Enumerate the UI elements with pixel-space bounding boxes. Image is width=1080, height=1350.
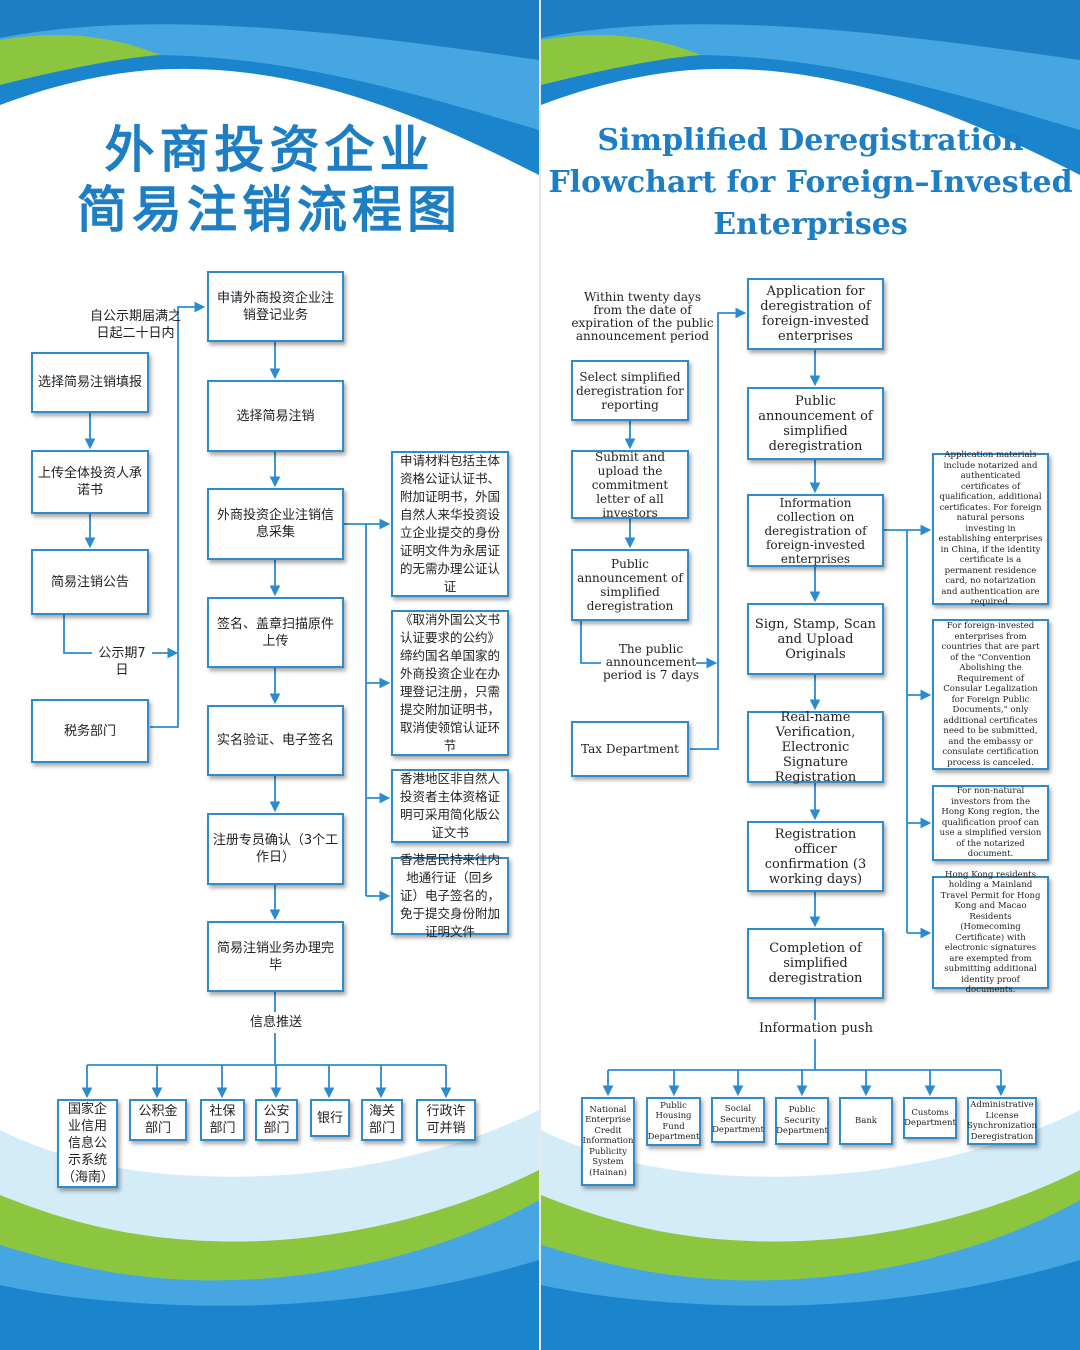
label-info-push: Information push <box>759 1021 873 1036</box>
dept-admin-license: 行政许可并销 <box>416 1099 476 1141</box>
step-verification: Real-name Verification, Electronic Signa… <box>747 710 884 785</box>
step-sign-upload: 签名、盖章扫描原件上传 <box>207 597 344 668</box>
dept-customs: Customs Department <box>903 1097 957 1139</box>
left-step-announcement: 简易注销公告 <box>31 549 149 615</box>
step-complete: Completion of simplified deregistration <box>747 928 884 999</box>
left-step-select: 选择简易注销填报 <box>31 352 149 413</box>
note-hong-kong-non-natural: 香港地区非自然人投资者主体资格证明可采用简化版公证文书 <box>391 769 509 843</box>
label-seven-days: The public announcement period is 7 days <box>602 642 700 682</box>
note-hong-kong-residents: 香港居民持来往内地通行证（回乡证）电子签名的，免于提交身份附加证明文件 <box>391 852 509 939</box>
title-line-2: 简易注销流程图 <box>77 181 462 239</box>
connector-lines <box>580 307 1007 1097</box>
english-flowchart-panel: Simplified Deregistration Flowchart for … <box>541 0 1080 1350</box>
background-waves <box>0 0 539 1350</box>
title-line-2: Flowchart for Foreign–Invested <box>548 165 1073 200</box>
title-line-1: 外商投资企业 <box>104 121 435 179</box>
step-info-collection: 外商投资企业注销信息采集 <box>207 488 344 560</box>
dept-housing-fund: 公积金部门 <box>129 1099 187 1141</box>
note-apostille-convention: For foreign-invested enterprises from co… <box>932 619 1049 770</box>
step-sign-upload: Sign, Stamp, Scan and Upload Originals <box>747 603 884 675</box>
step-complete: 简易注销业务办理完毕 <box>207 921 344 992</box>
note-apostille-convention: 《取消外国公文书认证要求的公约》缔约国名单国家的外商投资企业在办理登记注册，只需… <box>391 610 509 756</box>
dept-public-security: Public Security Department <box>775 1097 829 1145</box>
dept-credit-system: National Enterprise Credit Information P… <box>581 1097 635 1186</box>
tax-department: 税务部门 <box>31 699 149 763</box>
label-seven-days: 公示期7日 <box>98 646 146 678</box>
tax-department: Tax Department <box>571 721 689 777</box>
dept-bank: 银行 <box>310 1099 350 1137</box>
label-info-push: 信息推送 <box>249 1015 302 1030</box>
left-step-commitment: Submit and upload the commitment letter … <box>571 450 689 520</box>
note-hong-kong-residents: Hong Kong residents holding a Mainland T… <box>932 870 1049 995</box>
title-line-1: Simplified Deregistration <box>597 123 1024 158</box>
label-twenty-days: 自公示期届满之日起二十日内 <box>89 309 181 341</box>
left-step-upload-commitment: 上传全体投资人承诺书 <box>31 450 149 514</box>
background-waves <box>541 0 1080 1350</box>
note-hong-kong-non-natural: For non-natural investors from the Hong … <box>932 785 1049 861</box>
step-verification: 实名验证、电子签名 <box>207 705 344 776</box>
step-public-announcement: Public announcement of simplified deregi… <box>747 387 884 460</box>
note-application-materials: 申请材料包括主体资格公证认证书、附加证明书，外国自然人来华投资设立企业提交的身份… <box>391 451 509 597</box>
panel-divider <box>539 0 541 1350</box>
step-select-simplified: 选择简易注销 <box>207 380 344 452</box>
label-twenty-days: Within twenty days from the date of expi… <box>571 290 714 343</box>
dept-admin-license: Administrative License Synchronization D… <box>967 1097 1037 1145</box>
title-line-3: Enterprises <box>713 207 908 242</box>
dept-housing-fund: Public Housing Fund Department <box>646 1097 701 1146</box>
step-officer-confirm: Registration officer confirmation (3 wor… <box>747 821 884 892</box>
dept-bank: Bank <box>839 1097 893 1145</box>
left-step-select: Select simplified deregistration for rep… <box>571 360 689 421</box>
step-apply: 申请外商投资企业注销登记业务 <box>207 271 344 342</box>
step-info-collection: Information collection on deregistration… <box>747 494 884 567</box>
left-step-announcement: Public announcement of simplified deregi… <box>571 549 689 621</box>
dept-credit-system: 国家企业信用信息公示系统（海南） <box>57 1099 118 1188</box>
dept-customs: 海关部门 <box>361 1099 403 1141</box>
note-application-materials: Application materials include notarized … <box>932 450 1049 607</box>
connector-lines <box>63 301 452 1099</box>
step-officer-confirm: 注册专员确认（3个工作日） <box>207 813 344 885</box>
dept-social-security: 社保部门 <box>200 1099 245 1141</box>
dept-social-security: Social Security Department <box>711 1097 765 1143</box>
dept-public-security: 公安部门 <box>255 1099 298 1141</box>
step-apply: Application for deregistration of foreig… <box>747 278 884 350</box>
chinese-flowchart-panel: 外商投资企业 简易注销流程图 <box>0 0 539 1350</box>
